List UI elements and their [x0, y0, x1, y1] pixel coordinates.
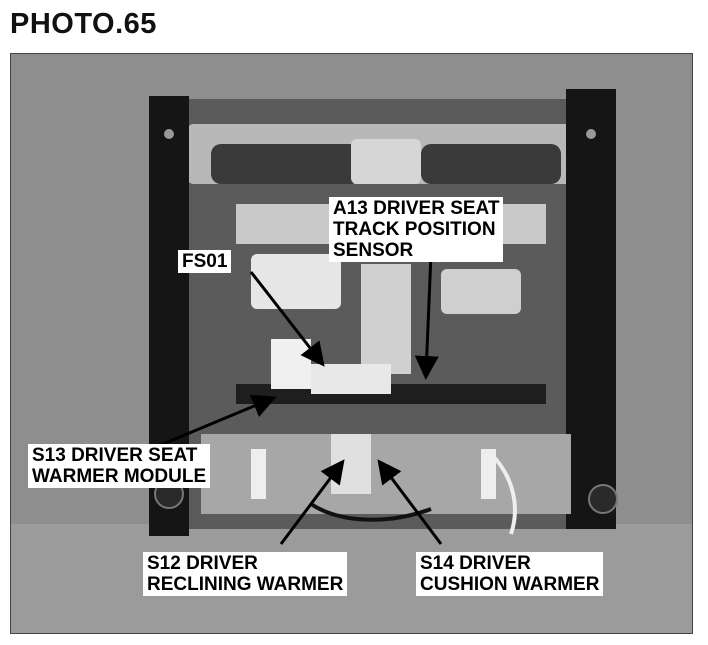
callout-s13-seat-warmer-module: S13 DRIVER SEAT WARMER MODULE	[28, 444, 211, 488]
callout-a13-track-position-sensor: A13 DRIVER SEAT TRACK POSITION SENSOR	[329, 197, 504, 262]
callout-line: SENSOR	[333, 240, 414, 261]
callout-line: WARMER MODULE	[32, 466, 207, 487]
callout-line: RECLINING WARMER	[147, 574, 344, 595]
callout-s14-cushion-warmer: S14 DRIVER CUSHION WARMER	[416, 552, 604, 596]
callout-line: CUSHION WARMER	[420, 574, 600, 595]
callout-line: FS01	[182, 251, 228, 272]
callout-line: TRACK POSITION	[333, 219, 496, 240]
callout-s12-reclining-warmer: S12 DRIVER RECLINING WARMER	[143, 552, 348, 596]
callout-fs01: FS01	[178, 250, 232, 273]
callout-line: A13 DRIVER SEAT	[333, 198, 500, 219]
callout-line: S13 DRIVER SEAT	[32, 445, 198, 466]
page-title: PHOTO.65	[10, 8, 157, 40]
seat-mechanism-illustration	[11, 54, 692, 633]
callout-line: S12 DRIVER	[147, 553, 258, 574]
seat-photo: A13 DRIVER SEAT TRACK POSITION SENSOR FS…	[10, 53, 693, 634]
callout-line: S14 DRIVER	[420, 553, 531, 574]
